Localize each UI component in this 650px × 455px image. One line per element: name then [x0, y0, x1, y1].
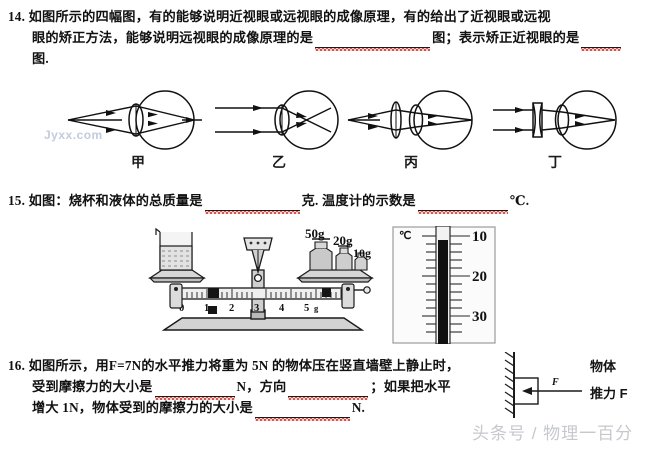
question-15-number: 15. — [8, 193, 26, 208]
eye-figure-jia — [62, 84, 212, 154]
question-16-number: 16. — [8, 358, 26, 373]
weight-label-20g: 20g — [333, 233, 353, 248]
svg-text:0: 0 — [179, 303, 184, 314]
balance-scale-icon: 0 1 2 3 4 5 g — [148, 226, 374, 331]
question-14-line-2: 眼的矫正方法，能够说明远视眼的成像原理的是 图；表示矫正近视眼的是 — [32, 27, 623, 51]
question-14-blank-2[interactable] — [581, 33, 622, 51]
weights-group — [309, 238, 368, 271]
wall-block-diagram-icon: F — [504, 351, 582, 418]
question-16-line-2: 受到摩擦力的大小是 N，方向 ；如果把水平 — [32, 376, 459, 400]
eye-figures-row — [0, 84, 650, 154]
question-16-block: 16. 如图所示，用F=7N的水平推力将重为 5N 的物体压在竖直墙壁上静止时，… — [8, 355, 459, 421]
question-14-text-a: 如图所示的四幅图，有的能够说明近视眼或远视眼的成像原理，有的给出了近视眼或远视 — [28, 9, 551, 24]
svg-text:4: 4 — [279, 303, 285, 314]
balance-rider-bottom[interactable] — [208, 306, 217, 314]
wall-block-figure: F — [500, 351, 600, 427]
thermo-tick-20: 20 — [472, 269, 487, 285]
beaker-with-liquid-icon — [155, 227, 193, 271]
question-14-blank-1[interactable] — [315, 33, 431, 51]
question-14-line-1: 14. 如图所示的四幅图，有的能够说明近视眼或远视眼的成像原理，有的给出了近视眼… — [8, 6, 623, 27]
eye-diagram-ding-icon — [493, 90, 617, 150]
question-16-text-e: 增大 1N，物体受到的摩擦力的大小是 — [32, 400, 253, 415]
question-16-text-b: 受到摩擦力的大小是 — [32, 379, 153, 394]
weight-label-10g: 10g — [353, 246, 371, 260]
eye-figure-ding — [483, 84, 633, 154]
question-14-text-c: 图；表示矫正近视眼的是 — [432, 30, 580, 45]
svg-text:2: 2 — [229, 303, 234, 314]
question-16-blank-friction-2[interactable] — [254, 403, 350, 421]
eye-figure-label-jia: 甲 — [131, 154, 145, 170]
svg-text:g: g — [314, 303, 319, 313]
question-16-text-a: 如图所示，用F=7N的水平推力将重为 5N 的物体压在竖直墙壁上静止时， — [28, 358, 460, 373]
question-16-text-f: N. — [351, 400, 366, 415]
thermometer-icon: 10 20 30 ℃ — [392, 225, 496, 345]
thermometer-figure: 10 20 30 ℃ — [392, 225, 496, 349]
watermark-eye-area: Jyxx.com — [44, 128, 103, 142]
eye-figure-labels: 甲 乙 丙 丁 — [0, 152, 650, 174]
question-16-line-1: 16. 如图所示，用F=7N的水平推力将重为 5N 的物体压在竖直墙壁上静止时， — [8, 355, 459, 376]
eye-diagram-jia-icon — [67, 90, 202, 150]
svg-text:3: 3 — [254, 303, 259, 314]
eye-figure-label-bing: 丙 — [404, 154, 418, 170]
watermark-bottom: 头条号 / 物理一百分 — [472, 424, 634, 443]
eye-figure-label-ding: 丁 — [548, 154, 562, 170]
eye-diagram-bing-icon — [347, 90, 473, 150]
force-arrow-label: F — [551, 377, 559, 388]
weight-label-50g: 50g — [305, 226, 325, 241]
question-14-number: 14. — [8, 9, 26, 24]
eye-figure-label-yi: 乙 — [272, 154, 286, 170]
svg-text:5: 5 — [304, 303, 309, 314]
question-14-block: 14. 如图所示的四幅图，有的能够说明近视眼或远视眼的成像原理，有的给出了近视眼… — [8, 6, 623, 69]
question-16-blank-direction[interactable] — [288, 382, 369, 400]
question-15-text-b: 克. 温度计的示数是 — [301, 193, 416, 208]
svg-text:1: 1 — [204, 303, 209, 314]
question-16-line-3: 增大 1N，物体受到的摩擦力的大小是 N. — [32, 397, 459, 421]
thermo-unit-label: ℃ — [399, 230, 411, 242]
eye-diagram-yi-icon — [215, 90, 339, 150]
question-15-text-a: 如图：烧杯和液体的总质量是 — [28, 193, 203, 208]
balance-rider-top[interactable] — [208, 288, 219, 298]
question-14-text-b: 眼的矫正方法，能够说明远视眼的成像原理的是 — [32, 30, 314, 45]
balance-scale-figure: 0 1 2 3 4 5 g — [148, 226, 376, 349]
question-15-block: 15. 如图：烧杯和液体的总质量是 克. 温度计的示数是 ℃. — [8, 190, 530, 214]
question-16-text-c: N，方向 — [236, 379, 287, 394]
question-15-text-c: ℃. — [509, 193, 530, 208]
question-16-text-d: ；如果把水平 — [370, 379, 451, 394]
eye-figure-yi — [205, 84, 355, 154]
question-15-blank-mass[interactable] — [204, 196, 300, 214]
eye-figure-bing — [340, 84, 490, 154]
diagram-label-object: 物体 — [590, 359, 617, 374]
question-16-blank-friction[interactable] — [154, 382, 235, 400]
question-14-line-3: 图. — [32, 48, 623, 69]
question-15-blank-temperature[interactable] — [417, 196, 508, 214]
thermo-tick-30: 30 — [472, 309, 487, 325]
thermo-tick-10: 10 — [472, 229, 487, 245]
diagram-label-push-force: 推力 F — [590, 386, 628, 401]
question-14-text-d: 图. — [32, 51, 49, 66]
